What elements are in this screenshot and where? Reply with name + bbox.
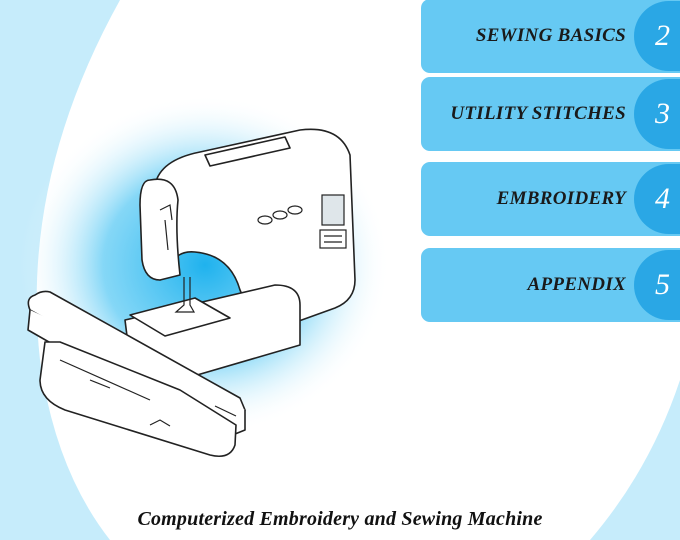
document-subtitle: Computerized Embroidery and Sewing Machi… [137, 508, 543, 530]
section-number-badge: 4 [634, 164, 680, 234]
section-number-badge: 5 [634, 250, 680, 320]
lcd-screen [321, 194, 345, 226]
section-number: 4 [655, 182, 670, 215]
section-label: APPENDIX [527, 274, 626, 295]
section-number-badge: 2 [634, 1, 680, 71]
button-reverse [272, 210, 288, 220]
section-tab-appendix[interactable]: APPENDIX 5 [421, 248, 680, 322]
section-number-badge: 3 [634, 79, 680, 149]
needle-plate [129, 297, 231, 337]
section-label: SEWING BASICS [475, 25, 626, 46]
embroidery-base [39, 341, 237, 458]
button-needle [287, 205, 303, 215]
sewing-machine-illustration [20, 95, 390, 458]
section-number: 2 [655, 19, 670, 52]
machine-head [139, 178, 181, 281]
presser-foot [174, 277, 196, 313]
section-tab-embroidery[interactable]: EMBROIDERY 4 [421, 162, 680, 236]
section-number: 3 [655, 97, 670, 130]
section-label: UTILITY STITCHES [450, 103, 626, 124]
machine-arm [154, 128, 356, 336]
section-tab-sewing-basics[interactable]: SEWING BASICS 2 [421, 0, 680, 73]
machine-handle [204, 136, 291, 167]
button-start [257, 215, 273, 225]
control-keys [319, 229, 347, 249]
section-label: EMBROIDERY [496, 188, 626, 209]
thread-guide [159, 204, 173, 221]
section-tab-utility-stitches[interactable]: UTILITY STITCHES 3 [421, 77, 680, 151]
section-number: 5 [655, 268, 670, 301]
